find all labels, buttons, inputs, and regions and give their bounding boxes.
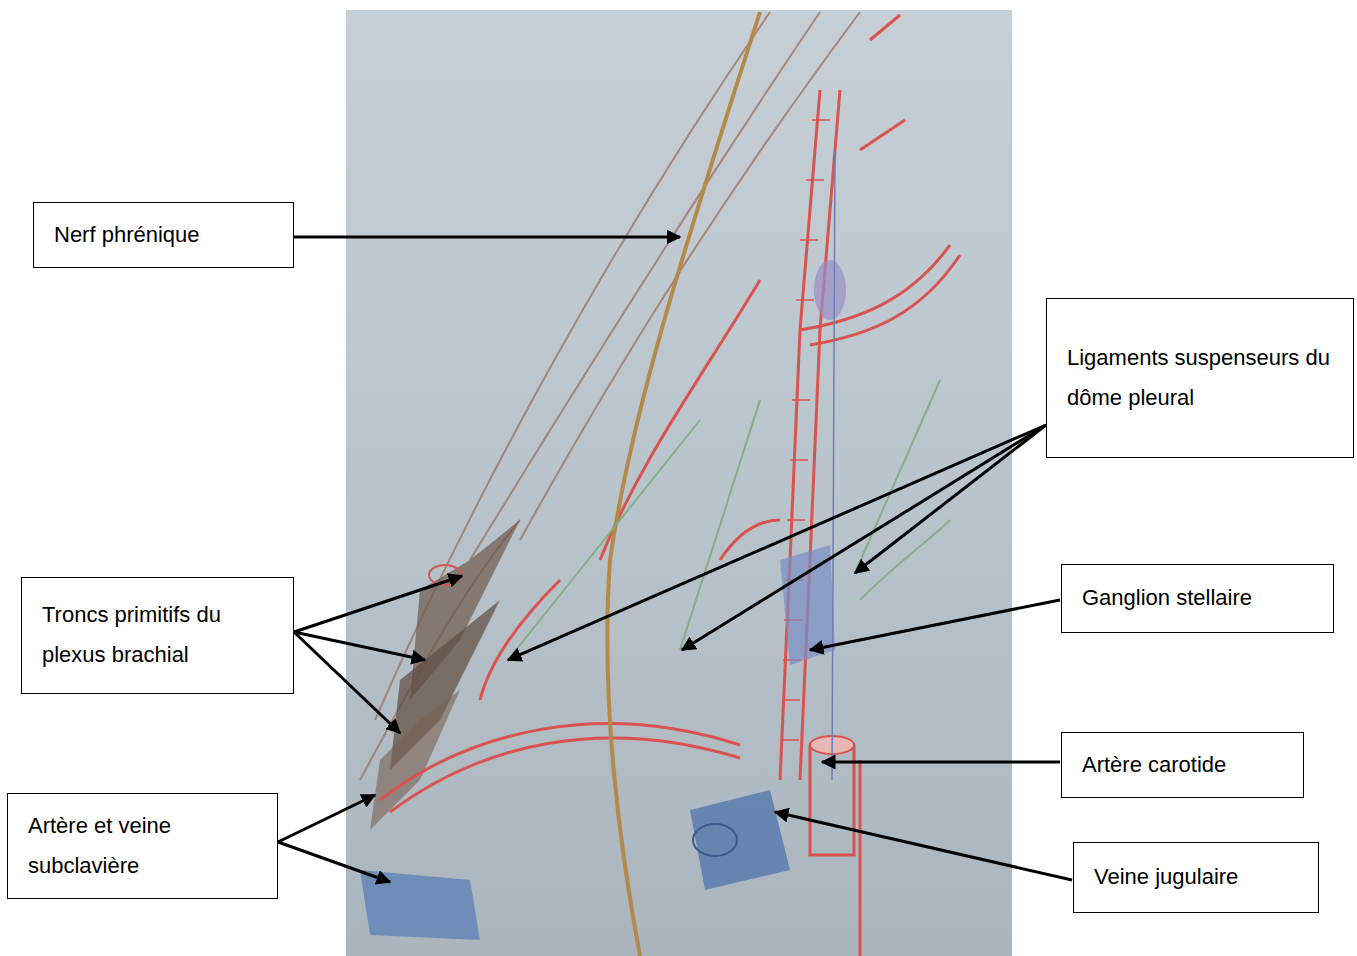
ligaments (508, 380, 950, 660)
arteries (380, 15, 960, 956)
callout-label: Troncs primitifs du plexus brachial (42, 595, 275, 675)
callout-box: Artère et veine subclavière (7, 793, 278, 899)
callout-box: Ganglion stellaire (1061, 564, 1334, 633)
callout-box: Artère carotide (1061, 732, 1304, 798)
callout-label: Veine jugulaire (1094, 857, 1300, 897)
muscle-bands (360, 12, 860, 780)
leader-lines (278, 237, 1072, 882)
callout-box: Veine jugulaire (1073, 842, 1319, 913)
callout-label: Artère carotide (1082, 745, 1285, 785)
phrenic-nerve (607, 12, 760, 956)
callout-label: Nerf phrénique (54, 215, 275, 255)
plexus-trunks (370, 520, 520, 830)
callout-box: Troncs primitifs du plexus brachial (21, 577, 294, 694)
callout-label: Ligaments suspenseurs du dôme pleural (1067, 338, 1335, 418)
callout-box: Nerf phrénique (33, 202, 294, 268)
callout-box: Ligaments suspenseurs du dôme pleural (1046, 298, 1354, 458)
callout-label: Artère et veine subclavière (28, 806, 259, 886)
callout-label: Ganglion stellaire (1082, 578, 1315, 618)
